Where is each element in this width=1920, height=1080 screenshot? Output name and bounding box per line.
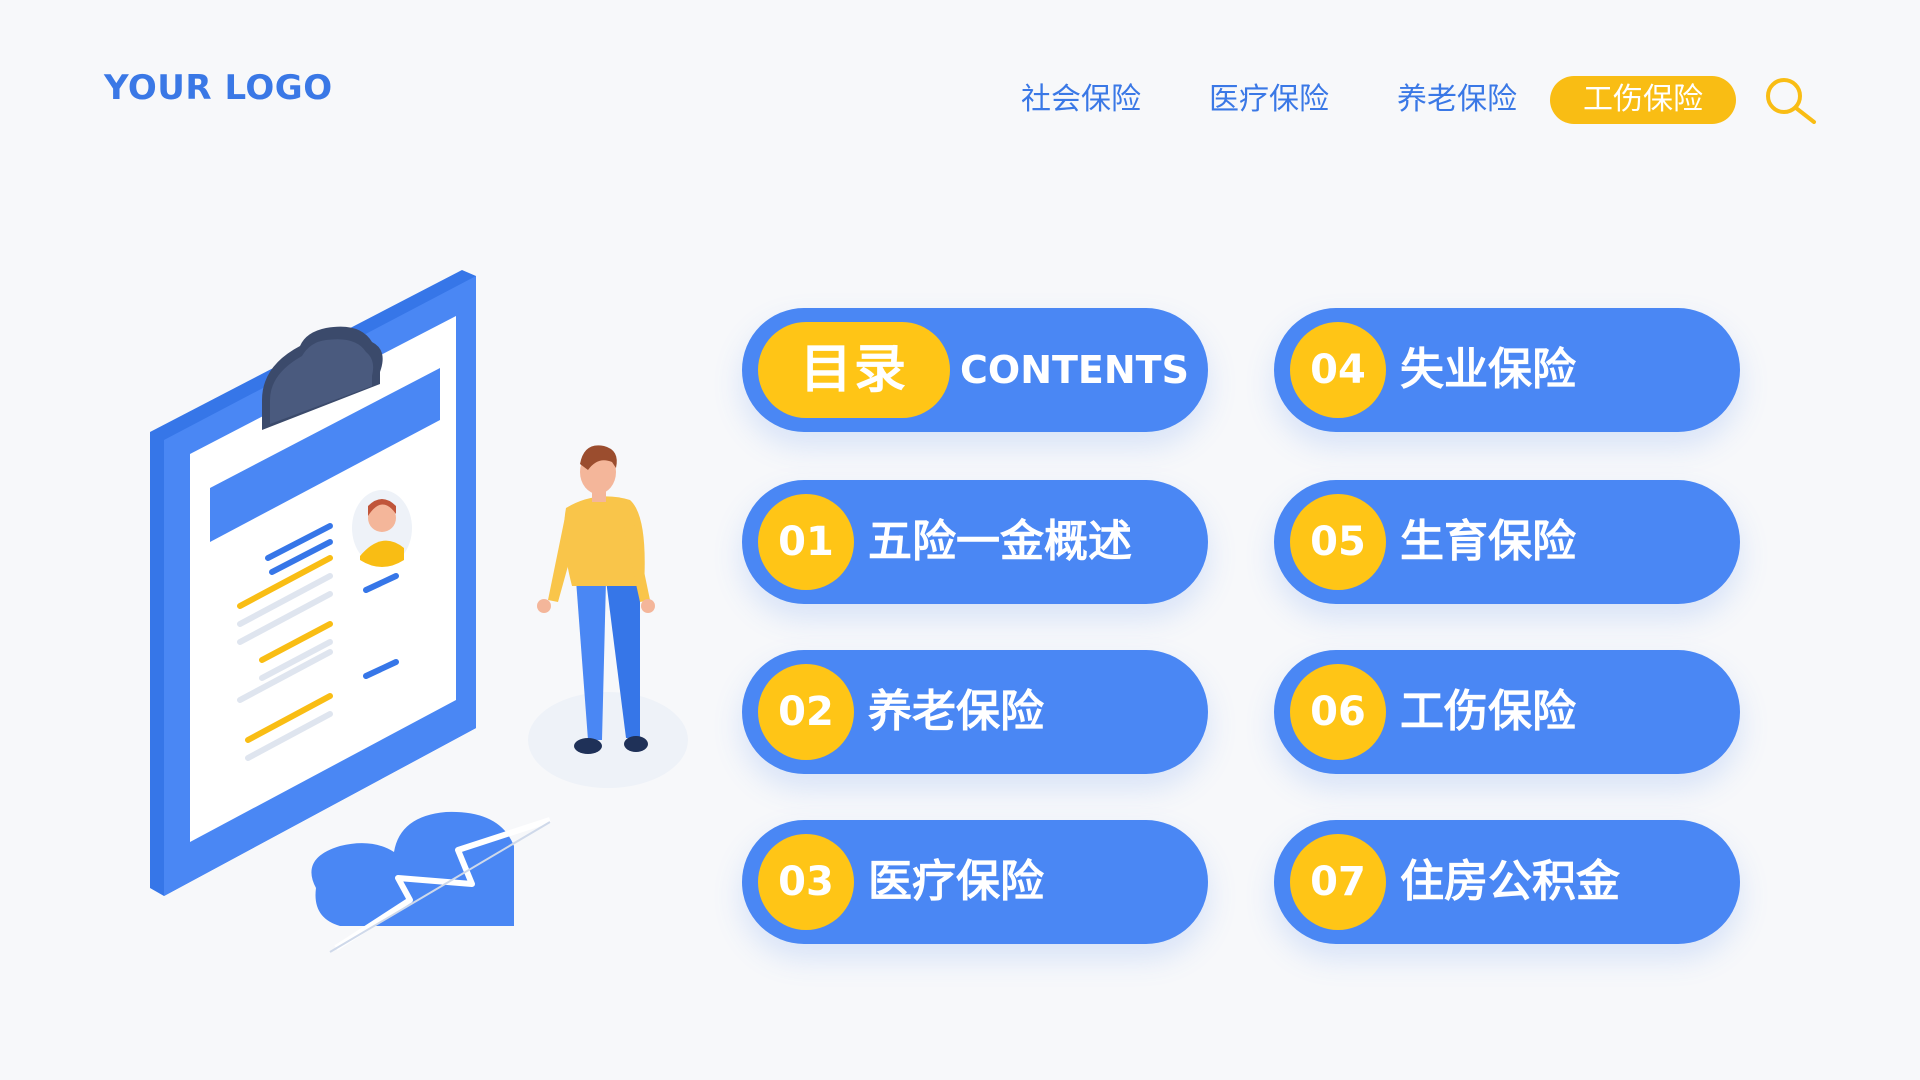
item-number: 04 (1290, 322, 1386, 418)
top-nav: 社会保险 医疗保险 养老保险 工伤保险 (0, 76, 1920, 124)
item-label: 养老保险 (868, 686, 1044, 737)
search-icon[interactable] (1762, 76, 1818, 124)
item-label: 五险一金概述 (868, 516, 1132, 567)
contents-item-05[interactable]: 05 生育保险 (1274, 480, 1740, 604)
contents-item-03[interactable]: 03 医疗保险 (742, 820, 1208, 944)
item-number: 05 (1290, 494, 1386, 590)
nav-item-medical-insurance[interactable]: 医疗保险 (1209, 82, 1329, 117)
item-label: 住房公积金 (1400, 856, 1620, 907)
contents-item-02[interactable]: 02 养老保险 (742, 650, 1208, 774)
contents-title-cn: 目录 (758, 322, 950, 418)
contents-item-07[interactable]: 07 住房公积金 (1274, 820, 1740, 944)
item-number: 02 (758, 664, 854, 760)
contents-header-pill: 目录 CONTENTS (742, 308, 1208, 432)
item-number: 03 (758, 834, 854, 930)
nav-item-social-insurance[interactable]: 社会保险 (1021, 82, 1141, 117)
contents-item-06[interactable]: 06 工伤保险 (1274, 650, 1740, 774)
clipboard-clip (262, 326, 383, 430)
item-label: 生育保险 (1400, 516, 1576, 567)
item-label: 医疗保险 (868, 856, 1044, 907)
nav-item-injury-insurance[interactable]: 工伤保险 (1550, 76, 1736, 124)
contents-item-04[interactable]: 04 失业保险 (1274, 308, 1740, 432)
person-illustration (528, 445, 688, 788)
avatar-icon (352, 490, 412, 567)
contents-item-01[interactable]: 01 五险一金概述 (742, 480, 1208, 604)
contents-title-en: CONTENTS (960, 348, 1189, 392)
item-number: 06 (1290, 664, 1386, 760)
item-number: 07 (1290, 834, 1386, 930)
item-label: 工伤保险 (1400, 686, 1576, 737)
logo[interactable]: YOUR LOGO (104, 68, 333, 108)
heart-icon (311, 811, 551, 953)
item-number: 01 (758, 494, 854, 590)
item-label: 失业保险 (1400, 344, 1576, 395)
clipboard-illustration (150, 270, 688, 953)
nav-item-pension-insurance[interactable]: 养老保险 (1397, 82, 1517, 117)
